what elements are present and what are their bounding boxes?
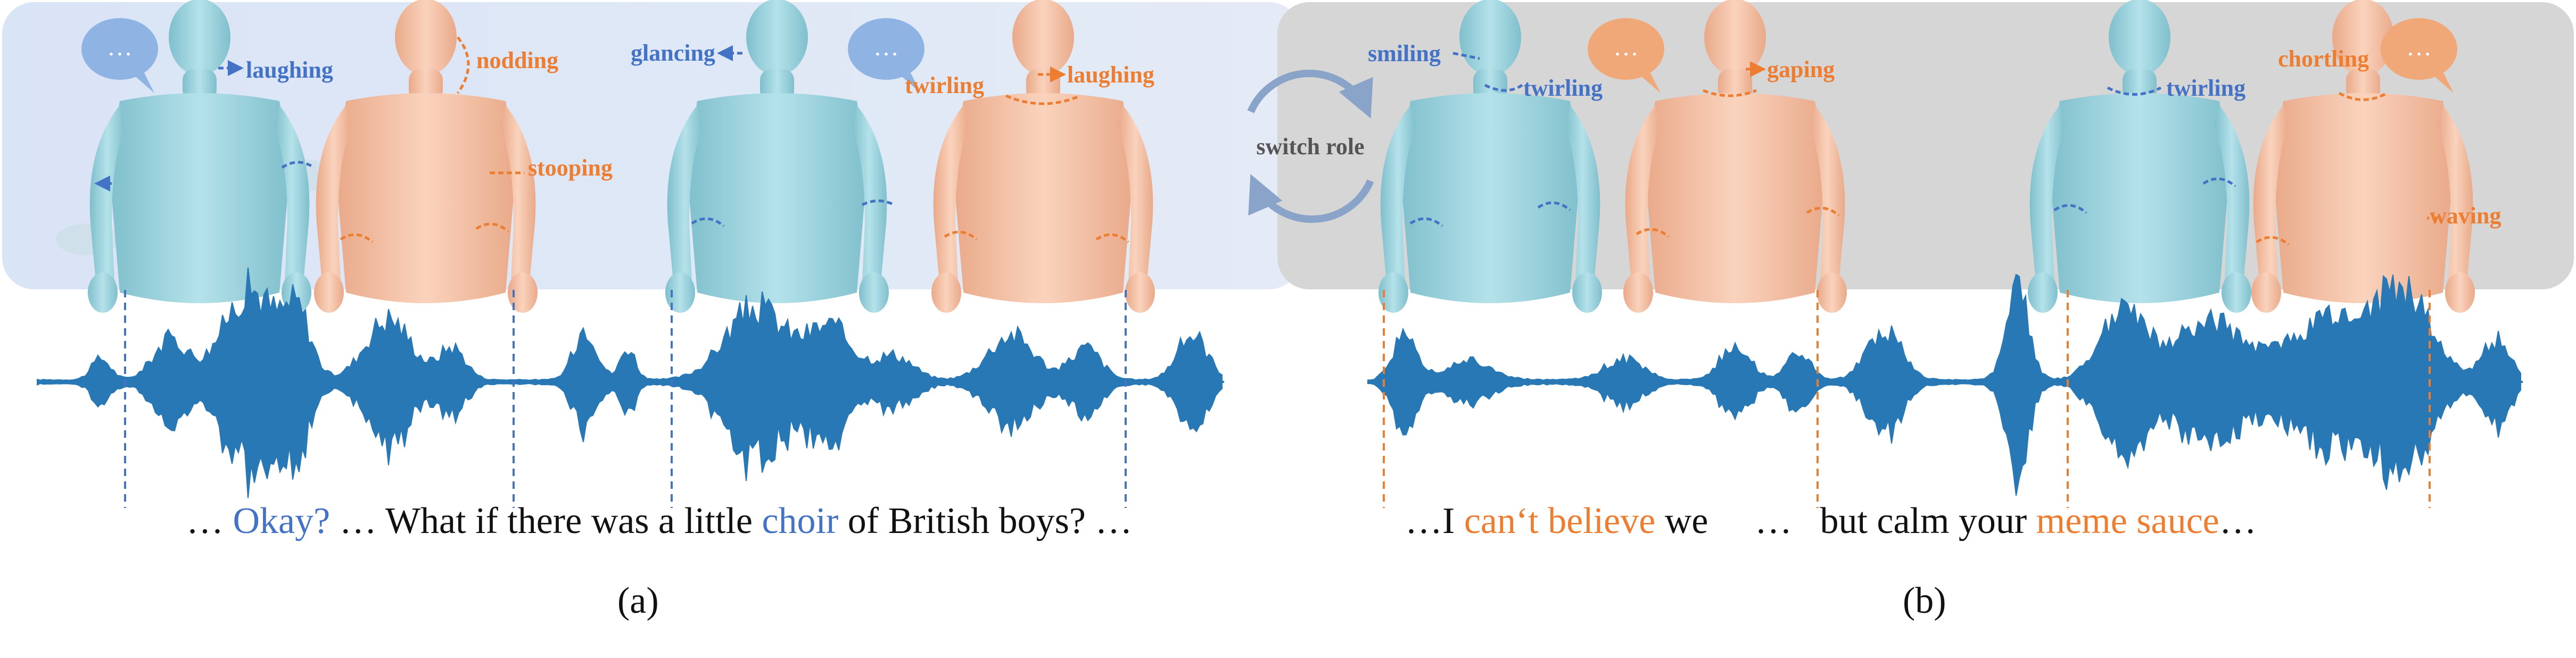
label-smiling: smiling bbox=[1368, 40, 1441, 66]
label-waving: waving bbox=[2430, 203, 2501, 229]
bubble-text: … bbox=[1613, 33, 1639, 61]
transcript-a-text: of British boys? … bbox=[838, 501, 1133, 542]
segment-boundaries-b bbox=[1383, 290, 2431, 508]
transcript-row: … Okay? … What if there was a little cho… bbox=[0, 500, 2576, 564]
bubble-text: … bbox=[873, 33, 899, 61]
label-laughing-a2: laughing bbox=[1067, 62, 1154, 88]
switch-role-cycle: switch role bbox=[1247, 70, 1374, 223]
switch-role-label: switch role bbox=[1256, 134, 1364, 160]
panel-tag-b: (b) bbox=[1903, 580, 1946, 621]
transcript-a-highlight: Okay? bbox=[233, 501, 331, 542]
bubble-text: … bbox=[2406, 33, 2432, 61]
label-glancing: glancing bbox=[631, 40, 715, 66]
panel-tag-a: (a) bbox=[617, 580, 659, 621]
transcript-b: …I can‘t believe we … but calm your meme… bbox=[1405, 500, 2257, 543]
panel-b-background bbox=[1277, 2, 2574, 289]
label-stooping: stooping bbox=[528, 155, 613, 181]
speech-bubble-icon-a1: … bbox=[81, 18, 158, 93]
transcript-a-text: … What if there was a little bbox=[330, 501, 762, 542]
transcript-a: … Okay? … What if there was a little cho… bbox=[186, 500, 1132, 543]
transcript-b-highlight: meme sauce bbox=[2036, 501, 2219, 542]
transcript-b-text: we … but calm your bbox=[1655, 501, 2036, 542]
label-laughing-a1: laughing bbox=[246, 57, 333, 83]
waveform-a bbox=[37, 267, 1223, 498]
label-chortling: chortling bbox=[2278, 46, 2369, 72]
label-twirling-b2: twirling bbox=[2166, 75, 2245, 101]
label-twirling-a: twirling bbox=[905, 72, 984, 98]
label-twirling-b1: twirling bbox=[1523, 75, 1603, 101]
speech-bubble-icon-a2: … bbox=[848, 18, 924, 93]
transcript-b-highlight: can‘t believe bbox=[1464, 501, 1656, 542]
speech-bubble-icon-b1: … bbox=[1588, 18, 1664, 93]
label-nodding: nodding bbox=[476, 47, 558, 73]
transcript-a-text: … bbox=[186, 501, 233, 542]
annotations-a: laughing nodding stooping glancing twirl… bbox=[94, 36, 1154, 243]
transcript-a-highlight: choir bbox=[762, 501, 839, 542]
speech-bubble-icon-b2: … bbox=[2381, 18, 2457, 93]
label-gaping: gaping bbox=[1767, 56, 1835, 82]
annotations-b: smiling twirling gaping twirling chortli… bbox=[1368, 40, 2501, 246]
transcript-b-text: … bbox=[2219, 501, 2257, 542]
segment-boundaries-a bbox=[124, 290, 1127, 508]
transcript-b-text: …I bbox=[1405, 501, 1464, 542]
bubble-text: … bbox=[107, 33, 133, 61]
waveform-b bbox=[1367, 273, 2521, 496]
